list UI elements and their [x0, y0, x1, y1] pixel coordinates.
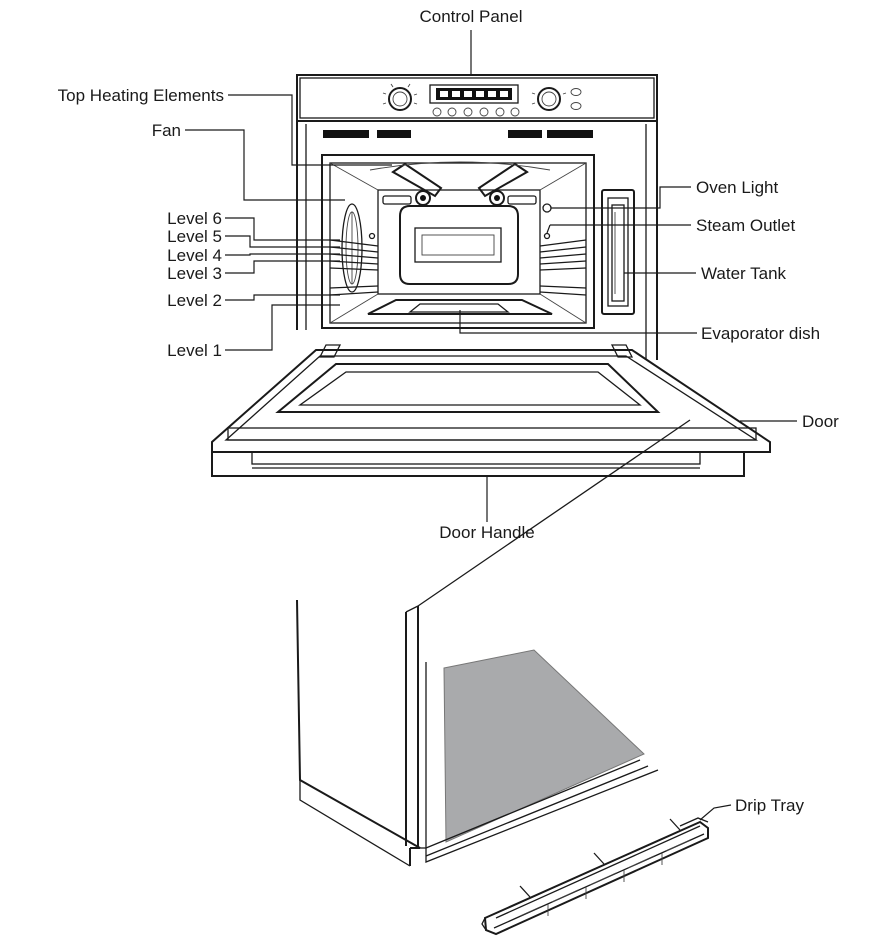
oven-front-illustration — [211, 74, 771, 477]
shelf-rails-left — [329, 239, 379, 296]
oven-door — [211, 344, 771, 453]
left-knob-icon — [388, 87, 412, 111]
oven-light-icon — [542, 203, 552, 213]
oven-cavity — [321, 154, 595, 329]
label-door-handle: Door Handle — [439, 523, 534, 542]
label-door: Door — [802, 412, 839, 431]
evaporator-dish-icon — [367, 299, 553, 315]
label-level-5: Level 5 — [167, 227, 222, 246]
label-top-heating-elements: Top Heating Elements — [58, 86, 224, 105]
heating-element-right-icon — [477, 162, 529, 206]
water-tank-icon — [601, 189, 635, 315]
right-knob-icon — [537, 87, 561, 111]
label-level-4: Level 4 — [167, 246, 222, 265]
label-control-panel: Control Panel — [419, 7, 522, 26]
panel-buttons-icon — [432, 107, 520, 117]
leader-lines — [185, 30, 797, 522]
heating-element-left-icon — [391, 162, 443, 206]
label-level-3: Level 3 — [167, 264, 222, 283]
label-level-6: Level 6 — [167, 209, 222, 228]
oven-side-illustration — [296, 419, 691, 867]
label-steam-outlet: Steam Outlet — [696, 216, 795, 235]
label-water-tank: Water Tank — [701, 264, 787, 283]
label-drip-tray: Drip Tray — [735, 796, 804, 815]
drip-tray-icon — [481, 817, 709, 936]
label-fan: Fan — [152, 121, 181, 140]
drip-tray-leader — [699, 804, 732, 821]
labels: Control Panel Top Heating Elements Fan L… — [58, 7, 840, 815]
door-handle-icon — [211, 451, 745, 477]
display-icon — [429, 84, 519, 104]
label-level-2: Level 2 — [167, 291, 222, 310]
label-evaporator-dish: Evaporator dish — [701, 324, 820, 343]
control-panel — [296, 74, 658, 122]
steam-outlet-icon — [543, 232, 551, 240]
label-level-1: Level 1 — [167, 341, 222, 360]
label-oven-light: Oven Light — [696, 178, 778, 197]
door-glass-window — [443, 649, 645, 843]
shelf-rails-right — [539, 239, 587, 296]
